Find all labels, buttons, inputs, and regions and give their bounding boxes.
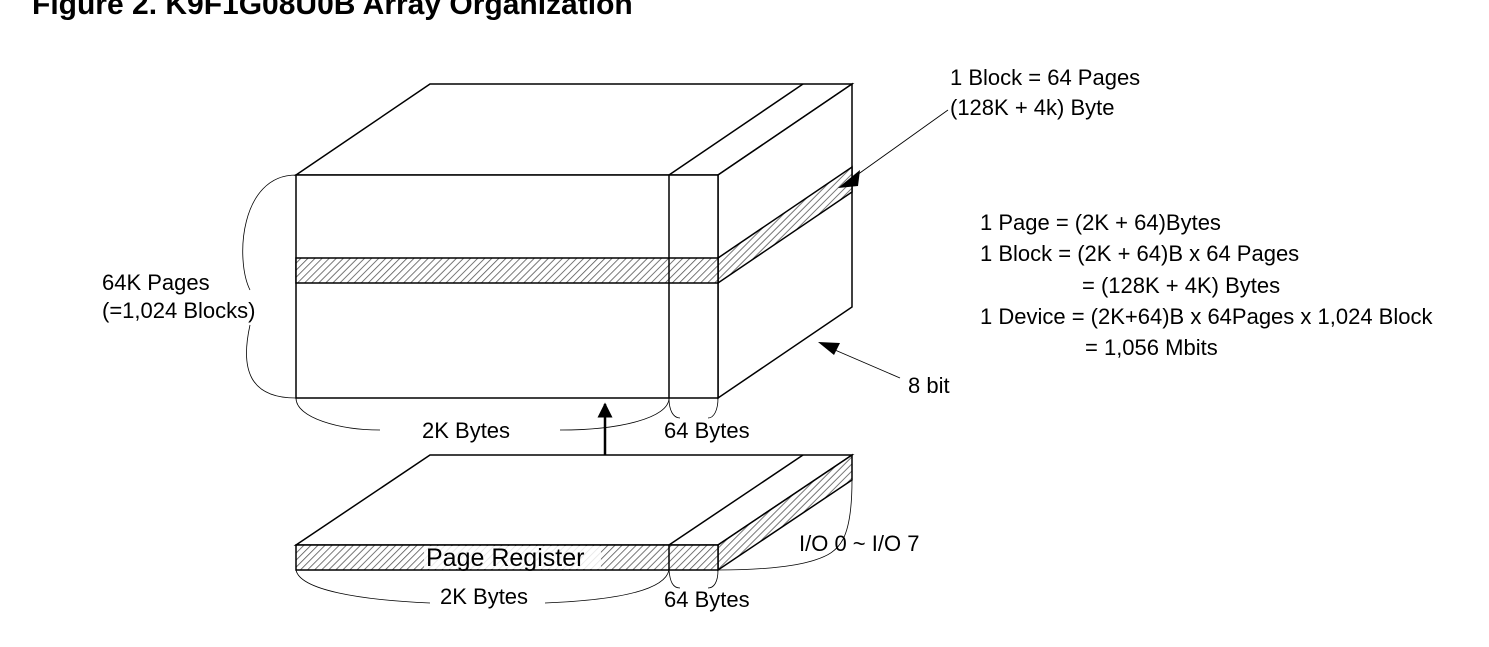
depth-pointer-line [827, 346, 901, 379]
page-register-label: Page Register [426, 544, 584, 572]
depth-pointer-arrowhead [818, 342, 840, 355]
block-pointer-arrowhead [838, 170, 860, 188]
formula-block: 1 Block = (2K + 64)B x 64 Pages [980, 241, 1299, 266]
block-label-line1: 1 Block = 64 Pages [950, 65, 1140, 90]
depth-label: 8 bit [908, 373, 950, 398]
cube-top-spare-divider [668, 83, 804, 176]
register-main-brace [295, 569, 670, 604]
block-band-front-face [295, 257, 719, 284]
register-spare-brace [668, 569, 719, 589]
register-spare-width-label: 64 Bytes [664, 587, 750, 612]
register-main-width-label: 2K Bytes [440, 584, 528, 609]
register-top-spare-divider [668, 454, 804, 546]
rows-label-line1: 64K Pages [102, 270, 210, 295]
formula-device: 1 Device = (2K+64)B x 64Pages x 1,024 Bl… [980, 304, 1433, 329]
memory-array-cube [293, 82, 855, 400]
rows-label-line2: (=1,024 Blocks) [102, 298, 255, 323]
io-label: I/O 0 ~ I/O 7 [799, 531, 919, 556]
formula-device-result: = 1,056 Mbits [1085, 335, 1218, 360]
formula-page: 1 Page = (2K + 64)Bytes [980, 210, 1221, 235]
register-io-brace [717, 479, 853, 571]
main-width-brace [295, 397, 670, 431]
block-label-line2: (128K + 4k) Byte [950, 95, 1114, 120]
block-pointer-line [849, 109, 949, 181]
pages-brace [242, 174, 297, 399]
spare-width-label: 64 Bytes [664, 418, 750, 443]
main-width-label: 2K Bytes [422, 418, 510, 443]
formula-block-result: = (128K + 4K) Bytes [1082, 273, 1280, 298]
spare-width-brace [668, 397, 719, 419]
register-label-background [424, 546, 601, 569]
figure-title: Figure 2. K9F1G08U0B Array Organization [32, 0, 633, 21]
cube-front-face [295, 174, 719, 399]
